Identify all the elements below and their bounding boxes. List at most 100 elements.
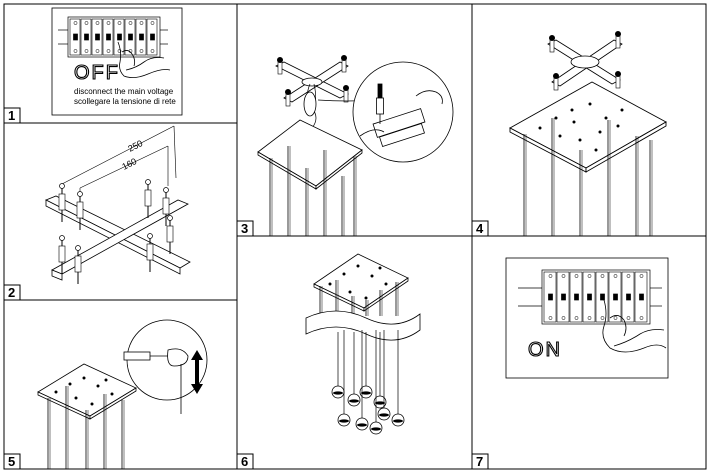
glass-pendants xyxy=(331,330,405,435)
panel-6-pendants xyxy=(305,253,421,435)
pendant-band xyxy=(371,427,381,431)
canopy-hole xyxy=(620,108,624,112)
terminal-screw xyxy=(73,49,78,53)
dimension-250: 250 xyxy=(126,138,144,154)
breaker-lever xyxy=(150,33,155,41)
terminal-block xyxy=(372,108,426,148)
pendant-band xyxy=(349,399,359,403)
bracket-bolts xyxy=(277,55,349,107)
canopy-plate-p6 xyxy=(313,253,409,312)
terminal-screw xyxy=(73,21,78,25)
suspension-cables xyxy=(269,146,357,236)
step-number-1: 1 xyxy=(8,108,15,123)
breaker-lever xyxy=(600,293,605,301)
terminal-screw xyxy=(613,274,618,278)
bolt-head xyxy=(553,73,559,79)
step-number-7: 7 xyxy=(476,454,483,469)
terminal-screw xyxy=(106,49,111,53)
breaker-lever xyxy=(548,293,553,301)
step-number-5: 5 xyxy=(8,454,15,469)
wall-plug xyxy=(58,245,66,263)
bolt-head xyxy=(341,55,347,61)
canopy-hole xyxy=(54,390,58,394)
terminal-screw xyxy=(639,274,644,278)
bolt-head xyxy=(549,35,555,41)
screws xyxy=(58,179,174,284)
caption-en: disconnect the main voltage xyxy=(74,87,174,96)
screw-head xyxy=(75,245,81,251)
bolt-head xyxy=(615,31,621,37)
breaker-lever xyxy=(73,33,78,41)
screw-head xyxy=(167,215,173,221)
switch-label-on: ON xyxy=(528,339,562,361)
terminal-screw xyxy=(626,274,631,278)
canopy-hole xyxy=(572,120,576,124)
ceiling-bracket xyxy=(275,61,349,103)
bracket-bolts xyxy=(549,31,621,91)
canopy-hole xyxy=(348,290,352,294)
wall-plug xyxy=(74,255,82,273)
canopy-hole xyxy=(364,296,368,300)
terminal-screw xyxy=(84,49,89,53)
step-number-boxes xyxy=(3,107,489,470)
canopy-hole xyxy=(594,148,598,152)
break-symbol xyxy=(305,310,421,341)
screw-head xyxy=(59,235,65,241)
step-number-6: 6 xyxy=(241,454,248,469)
bolt-head xyxy=(343,85,349,91)
suspension-cables xyxy=(523,118,653,236)
dimension-lines xyxy=(61,125,177,198)
breaker-box-on xyxy=(518,269,662,325)
screw-head xyxy=(147,233,153,239)
hand-icon xyxy=(602,299,667,353)
screw-head xyxy=(145,179,151,185)
breaker-lever xyxy=(95,33,100,41)
canopy-hole xyxy=(554,116,558,120)
connector-detail-circle xyxy=(352,61,454,163)
screw-head xyxy=(163,187,169,193)
suspension-cables xyxy=(319,280,399,316)
canopy-hole xyxy=(384,282,388,286)
breaker-lever xyxy=(117,33,122,41)
pendant-band xyxy=(357,423,367,427)
canopy-hole xyxy=(90,402,94,406)
breaker-lever xyxy=(139,33,144,41)
canopy-hole xyxy=(558,134,562,138)
panel-grid xyxy=(3,3,707,470)
terminal-screw xyxy=(84,21,89,25)
screw-head xyxy=(59,183,65,189)
canopy-hole xyxy=(74,396,78,400)
canopy-hole xyxy=(598,130,602,134)
breaker-lever xyxy=(84,33,89,41)
terminal-screw xyxy=(117,21,122,25)
breaker-lever xyxy=(626,293,631,301)
canopy-hole xyxy=(378,266,382,270)
terminal-screw xyxy=(587,274,592,278)
canopy-hole xyxy=(328,282,332,286)
breaker-lever xyxy=(639,293,644,301)
terminal-screw xyxy=(95,21,100,25)
canopy-hole xyxy=(96,384,100,388)
bolt-head xyxy=(277,57,283,63)
canopy-hole xyxy=(110,392,114,396)
caption-it: scollegare la tensione di rete xyxy=(74,97,176,106)
pendant-band xyxy=(339,419,349,423)
wall-plug xyxy=(58,193,66,211)
terminal-screw xyxy=(139,49,144,53)
pendant-band xyxy=(379,413,389,417)
step-number-3: 3 xyxy=(241,221,248,236)
wall-plug xyxy=(146,243,154,261)
terminal-screw xyxy=(150,21,155,25)
terminal-screw xyxy=(574,274,579,278)
step-number-4: 4 xyxy=(476,221,484,236)
terminal-screw xyxy=(106,21,111,25)
panel-7-reconnect: ON xyxy=(505,257,669,379)
bolt-head xyxy=(615,71,621,77)
canopy-holes xyxy=(328,264,388,300)
terminal-screw xyxy=(548,316,553,320)
terminal-screw xyxy=(600,274,605,278)
pendant-band xyxy=(333,391,343,395)
canopy-holes xyxy=(54,376,114,406)
canopy-hole xyxy=(104,378,108,382)
